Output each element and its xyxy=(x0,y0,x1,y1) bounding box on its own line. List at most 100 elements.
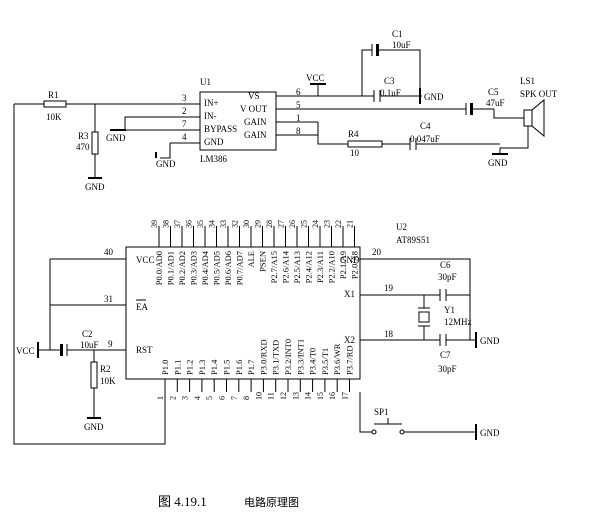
figure-caption: 电路原理图 xyxy=(244,496,299,509)
mcu-pin-name: P3.7/RD xyxy=(345,345,355,375)
r4-value: 10 xyxy=(350,148,360,158)
r4-ref: R4 xyxy=(348,129,359,139)
resistor-r3 xyxy=(91,131,99,155)
mcu-pinnum-40: 40 xyxy=(104,247,114,257)
mcu-pin-number: 1 xyxy=(156,396,165,400)
r1-value: 10K xyxy=(46,112,62,122)
mcu-pin-number: 17 xyxy=(341,392,350,400)
mcu-pin-number: 10 xyxy=(254,392,263,400)
mcu-pin-name: P3.5/T1 xyxy=(320,348,330,375)
mcu-pin-number: 7 xyxy=(230,396,239,400)
lm386-chip: U1 LM386 IN+ IN- BYPASS GND 3 2 7 4 VS V… xyxy=(182,77,301,164)
mcu-ref: U2 xyxy=(396,222,407,232)
mcu-pin-name: P0.1/AD1 xyxy=(166,251,176,285)
mcu-pin-number: 5 xyxy=(205,396,214,400)
mcu-pin-number: 28 xyxy=(265,220,274,228)
r2-value: 10K xyxy=(100,376,116,386)
gnd-label: GND xyxy=(488,158,508,168)
sp1-ref: SP1 xyxy=(374,407,389,417)
gnd-label: GND xyxy=(85,182,105,192)
lm386-pin-in-plus: IN+ xyxy=(204,98,219,108)
mcu-pin-number: 4 xyxy=(193,396,202,400)
mcu-pin-number: 15 xyxy=(316,392,325,400)
mcu-pin-gnd: GND xyxy=(340,255,360,265)
mcu-pin-name: P3.6/WR xyxy=(332,343,342,375)
mcu-pin-name: P0.0/AD0 xyxy=(154,251,164,285)
mcu-pin-name: P3.3/INT1 xyxy=(295,339,305,375)
r3-value: 470 xyxy=(76,142,90,152)
mcu-pin-number: 30 xyxy=(242,220,251,228)
figure-number: 图 4.19.1 xyxy=(158,494,207,509)
c1-ref: C1 xyxy=(392,29,403,39)
mcu-pinnum-20: 20 xyxy=(372,247,382,257)
mcu-pinnum-9: 9 xyxy=(108,339,113,349)
capacitor-c2 xyxy=(60,344,63,356)
lm386-pinnum-7: 7 xyxy=(182,119,187,129)
mcu-pin-number: 2 xyxy=(168,396,177,400)
mcu-pin-name: P2.2/A10 xyxy=(327,251,337,283)
lm386-pin-vs: VS xyxy=(248,91,260,101)
mcu-pin-name: P0.5/AD5 xyxy=(212,251,222,285)
mcu-pin-name: P3.4/T0 xyxy=(308,348,318,375)
mcu-pin-number: 26 xyxy=(288,220,297,228)
mcu-pin-number: 24 xyxy=(311,220,320,228)
r2-ref: R2 xyxy=(100,364,111,374)
lm386-pin-gain1: GAIN xyxy=(244,117,267,127)
mcu-pin-name: P2.3/A11 xyxy=(315,251,325,283)
mcu-pin-name: P1.5 xyxy=(222,360,232,375)
r1-ref: R1 xyxy=(48,90,59,100)
mcu-pin-number: 23 xyxy=(323,220,332,228)
mcu-pin-number: 34 xyxy=(208,220,217,228)
mcu-pin-x1: X1 xyxy=(344,289,355,299)
resistor-r2 xyxy=(90,361,98,389)
c3-value: 0.1uF xyxy=(380,88,401,98)
mcu-pin-name: P0.6/AD6 xyxy=(223,251,233,285)
mcu-pin-name: PSEN xyxy=(258,251,268,272)
mcu-pin-name: P1.3 xyxy=(197,360,207,375)
r3-ref: R3 xyxy=(78,131,89,141)
c4-value: 0.047uF xyxy=(410,134,440,144)
mcu-pin-number: 27 xyxy=(277,220,286,228)
mcu-pin-number: 32 xyxy=(231,220,240,228)
mcu-pin-name: P0.4/AD4 xyxy=(200,250,210,285)
lm386-pin-in-minus: IN- xyxy=(204,111,217,121)
lm386-ref: U1 xyxy=(200,77,211,87)
mcu-pin-name: P0.3/AD3 xyxy=(189,251,199,285)
mcu-pin-name: P2.5/A13 xyxy=(292,251,302,283)
mcu-pin-number: 36 xyxy=(185,220,194,228)
ls1-value: SPK OUT xyxy=(520,89,558,99)
mcu-pin-name: P1.1 xyxy=(172,360,182,375)
mcu-pin-number: 3 xyxy=(181,396,190,400)
c5-ref: C5 xyxy=(488,87,499,97)
mcu-pin-number: 37 xyxy=(173,220,182,228)
mcu-pin-name: P3.1/TXD xyxy=(271,340,281,375)
mcu-pin-name: P2.4/A12 xyxy=(304,251,314,283)
vcc-label: VCC xyxy=(306,73,325,83)
mcu-pin-number: 12 xyxy=(279,392,288,400)
mcu-pin-number: 21 xyxy=(346,220,355,228)
c6-value: 30pF xyxy=(438,272,457,282)
lm386-pinnum-2: 2 xyxy=(182,106,187,116)
capacitor-c7 xyxy=(439,334,447,346)
mcu-pin-name: P0.2/AD2 xyxy=(177,251,187,285)
mcu-pinnum-31: 31 xyxy=(104,294,113,304)
capacitor-c6 xyxy=(439,289,447,301)
mcu-pin-name: P0.7/AD7 xyxy=(235,251,245,285)
gnd-label: GND xyxy=(106,133,126,143)
mcu-pin-number: 13 xyxy=(291,392,300,400)
mcu-pin-number: 33 xyxy=(219,220,228,228)
mcu-pin-name: ALE xyxy=(246,251,256,268)
gnd-label: GND xyxy=(84,422,104,432)
c7-value: 30pF xyxy=(438,364,457,374)
mcu-pinnum-18: 18 xyxy=(384,329,394,339)
gnd-label: GND xyxy=(156,159,176,169)
lm386-pinnum-8: 8 xyxy=(296,126,301,136)
switch-sp1 xyxy=(374,418,402,425)
mcu-pin-name: P1.2 xyxy=(185,360,195,375)
mcu-pin-x2: X2 xyxy=(344,335,355,345)
mcu-pin-name: P3.2/INT0 xyxy=(283,339,293,375)
mcu-top-pins: 39P0.0/AD038P0.1/AD137P0.2/AD236P0.3/AD3… xyxy=(150,220,360,285)
lm386-pin-gnd: GND xyxy=(204,137,224,147)
capacitor-c5 xyxy=(470,103,473,115)
